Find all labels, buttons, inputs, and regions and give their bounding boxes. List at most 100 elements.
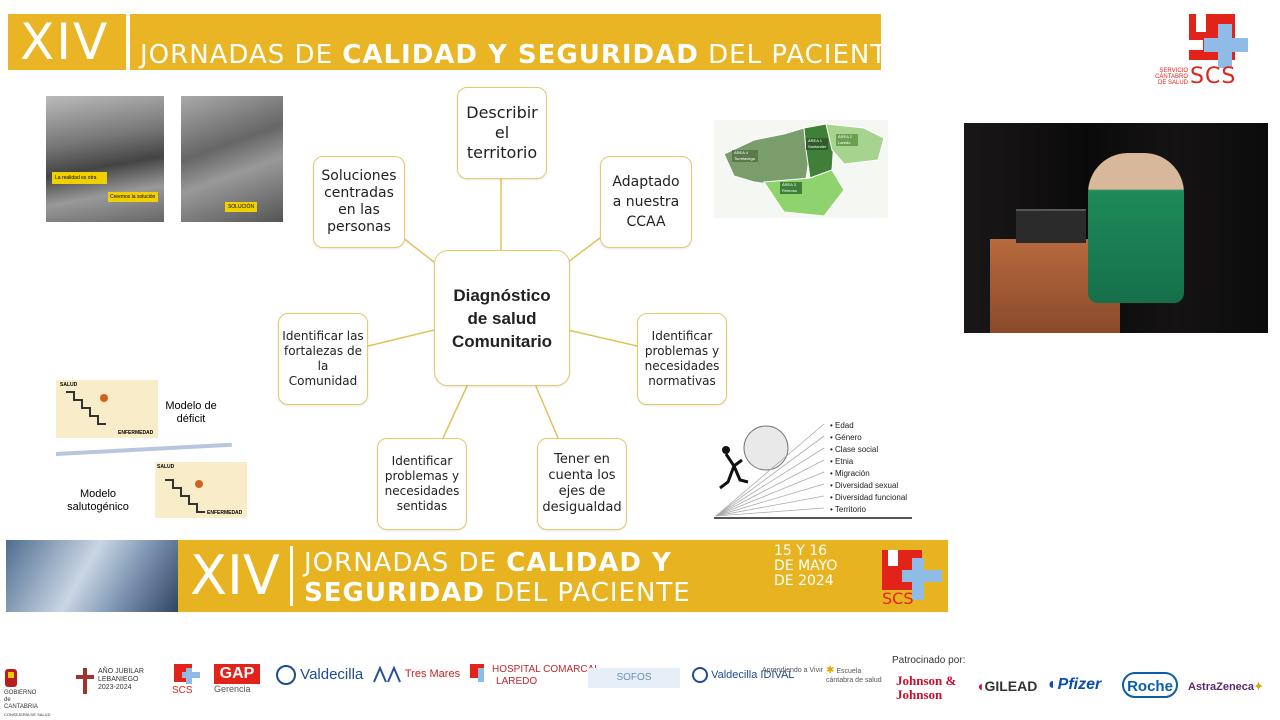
cantabria-map-shape [714, 120, 888, 218]
logo-scs-footer: SCS [172, 664, 206, 696]
hospital-line1: HOSPITAL COMARCAL [492, 664, 600, 675]
deficit-salud: SALUD [60, 382, 78, 388]
inequality-axis-item: • Diversidad funcional [830, 493, 908, 502]
saluto-enfermedad: ENFERMEDAD [207, 510, 243, 516]
pfizer-icon: ◐ [1048, 676, 1058, 693]
sentidas-line1: Identificar [391, 454, 453, 468]
fortalezas-line4: Comunidad [288, 374, 358, 388]
banner-date-line1: 15 Y 16 [774, 543, 828, 559]
sentidas-line4: sentidas [396, 499, 448, 513]
normativas-line1: Identificar [651, 329, 713, 343]
scs-line2: CÁNTABRO [1155, 74, 1188, 80]
map-area1-name: Santander [808, 144, 827, 149]
soluciones-line1: Soluciones [321, 168, 397, 184]
describir-line2: el [494, 123, 510, 142]
adaptado-line3: CCAA [626, 214, 666, 230]
ejes-line2: cuenta los [548, 468, 616, 483]
hospital-cross-icon [470, 664, 484, 682]
saluto-label-line1: Modelo [79, 488, 117, 500]
banner-scs-acronym: SCS [882, 589, 914, 608]
map-area2-name: Laredo [838, 140, 851, 145]
banner-line1-bold: CALIDAD Y [506, 548, 672, 578]
soluciones-line4: personas [327, 219, 391, 235]
logo-valdecilla: Valdecilla [276, 664, 363, 686]
saluto-label-line2: salutogénico [67, 501, 129, 513]
center-line2: de salud [467, 308, 537, 328]
map-area4-label: ÁREA 4 [734, 150, 749, 155]
scs-cross-icon [1189, 14, 1248, 68]
valdecilla-text: Valdecilla [300, 666, 364, 683]
scs-line3: DE SALUD [1157, 80, 1188, 86]
inequality-axes-diagram: • Edad• Género• Clase social• Etnia• Mig… [714, 420, 912, 522]
roche-text: Roche [1127, 678, 1173, 695]
header-title: JORNADAS DE CALIDAD Y SEGURIDAD DEL PACI… [140, 40, 905, 70]
center-line1: Diagnóstico [453, 285, 551, 305]
banner-roman: XIV [190, 544, 280, 607]
describir-line1: Describir [466, 103, 538, 122]
inequality-axis-item: • Migración [830, 469, 870, 478]
inequality-axis-item: • Territorio [830, 505, 866, 514]
astra-text: AstraZeneca [1188, 681, 1255, 693]
sponsor-johnson: Johnson & Johnson [896, 673, 957, 702]
normativas-line3: necesidades [644, 359, 720, 373]
escuela-text: Escuela cántabra de salud [826, 668, 882, 684]
escuela-icon: ✱ [826, 665, 835, 676]
banner-photo [6, 540, 178, 612]
ejes-line3: ejes de [558, 484, 606, 499]
logo-aprendiendo-vivir: Aprendiendo a Vivir [762, 666, 824, 675]
logo-sofos: SOFOS [588, 668, 680, 688]
adaptado-line2: a nuestra [612, 194, 680, 210]
logo-ano-jubilar: AÑO JUBILAR LEBANIEGO 2023-2024 [76, 668, 144, 694]
street-photo-left: La realidad es otra Creemos la solución [46, 96, 164, 222]
speaker-video [964, 123, 1268, 333]
banner-scs-cross-icon [882, 550, 942, 600]
deficit-enfermedad: ENFERMEDAD [118, 430, 154, 436]
map-area3-name: Reinosa [782, 188, 797, 193]
scs-line1: SERVICIO [1159, 68, 1188, 74]
saluto-salud: SALUD [157, 464, 175, 470]
tres-mares-icon [373, 665, 401, 683]
sentidas-line2: problemas y [384, 469, 460, 483]
scs-logo-text: SERVICIO CÁNTABRO DE SALUD [1148, 68, 1188, 86]
jubilar-line1: AÑO JUBILAR [98, 668, 144, 675]
banner-line2-bold: SEGURIDAD [304, 578, 485, 608]
banner-line2: SEGURIDAD DEL PACIENTE [304, 578, 691, 608]
consejeria-text: CONSEJERÍA DE SALUD [4, 712, 51, 717]
logo-hospital-laredo: HOSPITAL COMARCAL LAREDO [470, 664, 600, 690]
photo-tag-reality: La realidad es otra [52, 172, 107, 184]
sponsor-astrazeneca: AstraZeneca✦ [1188, 680, 1263, 693]
gap-badge: GAP [214, 664, 260, 684]
sponsor-label: Patrocinado por: [892, 655, 966, 666]
describir-line3: territorio [466, 143, 538, 162]
banner-date-line3: DE 2024 [774, 573, 834, 589]
scs-footer-cross-icon [174, 664, 200, 684]
center-line3: Comunitario [451, 331, 553, 351]
astra-icon: ✦ [1254, 681, 1264, 693]
ejes-line1: Tener en [554, 452, 610, 467]
scs-logo: SERVICIO CÁNTABRO DE SALUD SCS [1140, 10, 1270, 90]
scs-footer-text: SCS [172, 685, 193, 696]
ejes-line4: desigualdad [542, 500, 622, 515]
saluto-stairs-image: SALUD ENFERMEDAD [155, 462, 247, 518]
tres-mares-text: Tres Mares [404, 668, 461, 680]
stairs-icon [66, 391, 108, 425]
gobierno-text: GOBIERNO de CANTABRIA [4, 690, 38, 710]
soluciones-line2: centradas [324, 185, 394, 201]
logo-tres-mares: Tres Mares [372, 664, 460, 684]
header-title-bold: CALIDAD Y SEGURIDAD [342, 40, 699, 70]
deficit-label-line2: déficit [176, 413, 206, 425]
idival-text: Valdecilla IDIVAL [711, 669, 795, 681]
logo-idival: Valdecilla IDIVAL [692, 664, 794, 686]
